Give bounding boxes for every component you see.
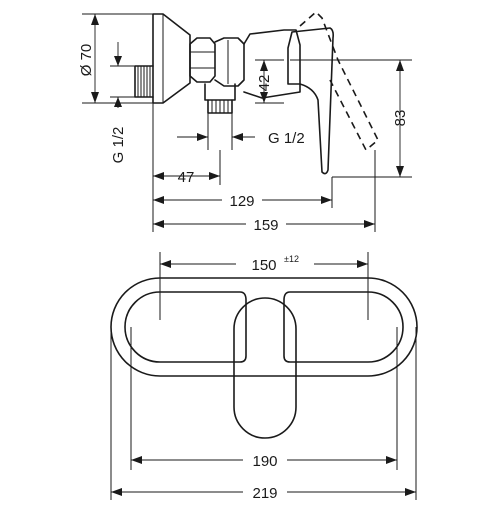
spacing-label: 150: [251, 257, 276, 274]
width-129-label: 129: [229, 193, 254, 210]
mixer-body: [243, 29, 301, 99]
lever-handle-open-position: [299, 10, 379, 152]
height-83-label: 83: [392, 110, 409, 127]
width-219-label: 219: [252, 485, 277, 502]
wall-flange: [152, 13, 191, 104]
front-view-dimensions: 150 ±12 190 219: [110, 252, 417, 502]
outer-body: [110, 277, 418, 377]
diameter-label: Ø 70: [78, 44, 95, 77]
width-159-label: 159: [253, 217, 278, 234]
thread-right-label: G 1/2: [268, 130, 305, 147]
side-view-dimensions: Ø 70 G 1/2 42 83 G 1/2: [78, 13, 412, 234]
inner-plate: [124, 291, 247, 363]
shower-outlet: [204, 83, 236, 114]
inlet-thread: [134, 65, 154, 98]
union-connector: [214, 37, 245, 87]
spacing-tolerance: ±12: [284, 254, 299, 264]
height-42-label: 42: [256, 75, 273, 92]
width-190-label: 190: [252, 453, 277, 470]
front-view: [110, 277, 418, 439]
side-view: [134, 10, 379, 175]
width-47-label: 47: [178, 169, 195, 186]
thread-left-label: G 1/2: [110, 127, 127, 164]
front-lever: [233, 297, 297, 439]
lever-handle: [287, 27, 334, 175]
hex-nut: [189, 37, 216, 83]
